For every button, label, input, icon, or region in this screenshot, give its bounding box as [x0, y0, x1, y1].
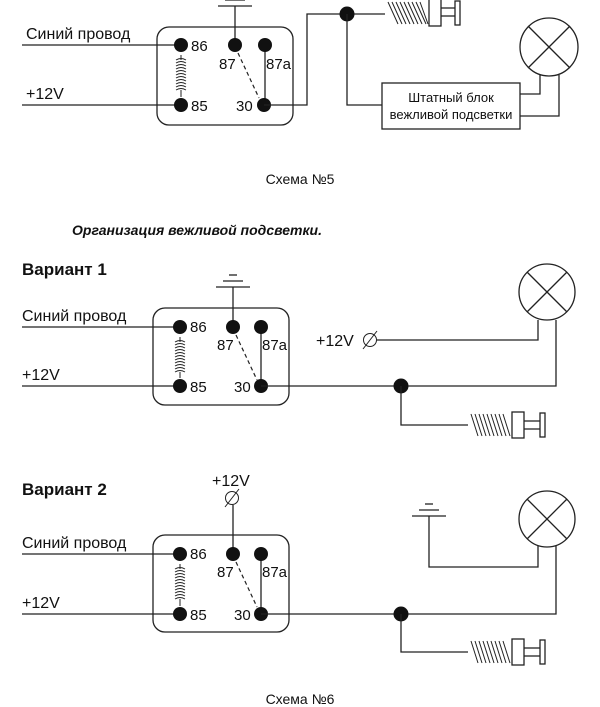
pin-87a-label: 87a: [262, 337, 288, 354]
door-switch-icon: [470, 411, 546, 439]
relay-body: [152, 534, 290, 633]
coil-icon: [175, 55, 187, 97]
pin-87: [226, 320, 240, 334]
plus12-label: +12V: [22, 367, 60, 384]
supply-label: +12V: [316, 333, 354, 350]
lamp-icon: [519, 17, 579, 77]
pin-87a-label: 87a: [266, 56, 292, 73]
pin-30-label: 30: [234, 379, 251, 396]
variant-1: Вариант 1 86 87 87a 85 30 Синий провод: [22, 260, 576, 439]
scheme-6-caption: Схема №6: [266, 691, 335, 707]
lamp-icon: [518, 490, 576, 548]
switch-contact: [235, 561, 258, 608]
scheme-5: 86 87 87a 85 30 Синий провод +12V Штатны…: [22, 0, 579, 187]
blue-wire-label: Синий провод: [22, 308, 127, 325]
ground-symbol-icon: [412, 503, 446, 517]
pin-85-label: 85: [190, 607, 207, 624]
module-box: [381, 82, 521, 130]
plus12-label: +12V: [26, 86, 64, 103]
relay-2: 86 87 87a 85 30: [22, 307, 290, 406]
plus12-label: +12V: [22, 595, 60, 612]
pin-30-label: 30: [236, 98, 253, 115]
switch-contact: [237, 52, 260, 99]
pin-87-label: 87: [217, 337, 234, 354]
pin-87-label: 87: [219, 56, 236, 73]
pin-85-label: 85: [190, 379, 207, 396]
supply-label: +12V: [212, 473, 250, 490]
variant-2-title: Вариант 2: [22, 480, 107, 499]
terminal-icon: [362, 330, 378, 350]
pin-85: [174, 98, 188, 112]
lamp-icon: [518, 263, 576, 321]
door-switch-icon: [387, 0, 461, 27]
pin-87a: [254, 320, 268, 334]
courtesy-light-module: Штатный блок вежливой подсветки: [381, 82, 521, 130]
pin-87a: [258, 38, 272, 52]
variant-2: Вариант 2 +12V 86 87 87a 85 30 Синий про…: [22, 473, 576, 707]
ground-symbol-icon: [216, 274, 250, 327]
pin-86-label: 86: [190, 319, 207, 336]
module-label-line2: вежливой подсветки: [390, 107, 513, 122]
terminal-icon: [224, 488, 240, 508]
blue-wire-label: Синий провод: [26, 26, 131, 43]
pin-87-label: 87: [217, 564, 234, 581]
coil-icon: [174, 337, 186, 378]
section-title: Организация вежливой подсветки.: [72, 222, 322, 238]
door-switch-icon: [470, 638, 546, 666]
pin-85: [173, 607, 187, 621]
blue-wire-label: Синий провод: [22, 535, 127, 552]
relay-body: [156, 26, 294, 126]
relay-3: 86 87 87a 85 30: [22, 534, 290, 633]
module-label-line1: Штатный блок: [408, 90, 494, 105]
pin-86: [173, 547, 187, 561]
pin-87: [226, 547, 240, 561]
relay-body: [152, 307, 290, 406]
pin-85-label: 85: [191, 98, 208, 115]
switch-contact: [235, 334, 258, 381]
pin-87a: [254, 547, 268, 561]
pin-30-label: 30: [234, 607, 251, 624]
scheme-5-caption: Схема №5: [266, 171, 335, 187]
variant-1-title: Вариант 1: [22, 260, 107, 279]
pin-86-label: 86: [191, 38, 208, 55]
coil-icon: [174, 564, 186, 606]
pin-86: [173, 320, 187, 334]
pin-86-label: 86: [190, 546, 207, 563]
pin-86: [174, 38, 188, 52]
relay-1: 86 87 87a 85 30: [22, 26, 294, 126]
pin-85: [173, 379, 187, 393]
pin-87a-label: 87a: [262, 564, 288, 581]
pin-87: [228, 38, 242, 52]
